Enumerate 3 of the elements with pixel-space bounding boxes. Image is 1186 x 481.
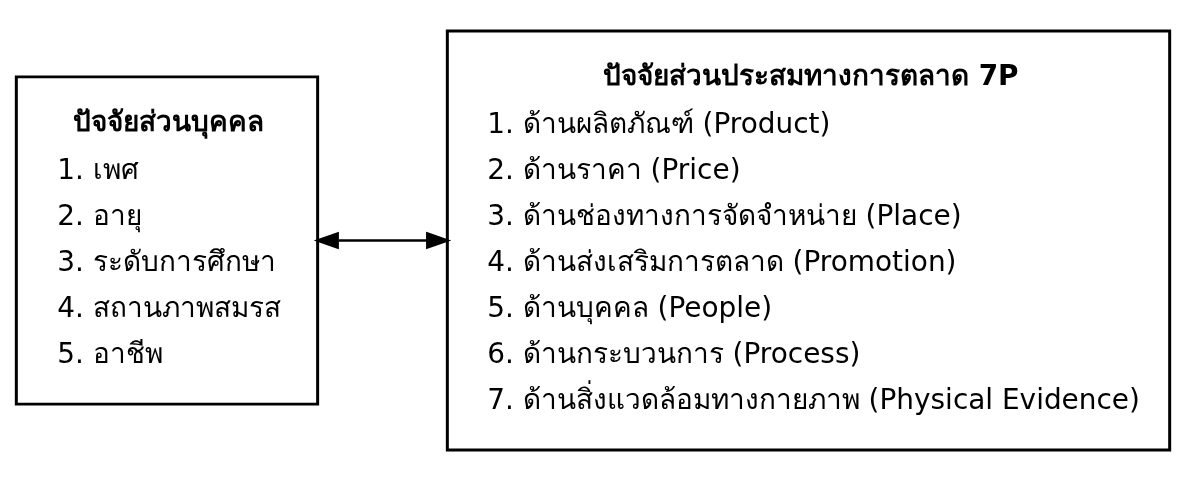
arrow bbox=[313, 231, 452, 250]
node-box: ปัจจัยส่วนประสมทางการตลาด 7P 1. ด้านผลิตภัณฑ์ (Product) 2. ด้านราคา (Price) 3. ด้านช่องทางการจัดจำหน่าย (Place) 4. ด้านส่งเสริมการตลาด (Promotion) 5. ด้านบุคคล (People) 6. ด้านกระบวนการ (Process) 7. ด้านสิ่งแวดล้อมทางกายภาพ (Physical Evidence) bbox=[445, 29, 1172, 452]
node-box: ปัจจัยส่วนบุคคล 1. เพศ 2. อายุ 3. ระดับการศึกษา 4. สถานภาพสมรส 5. อาชีพ bbox=[14, 75, 320, 406]
